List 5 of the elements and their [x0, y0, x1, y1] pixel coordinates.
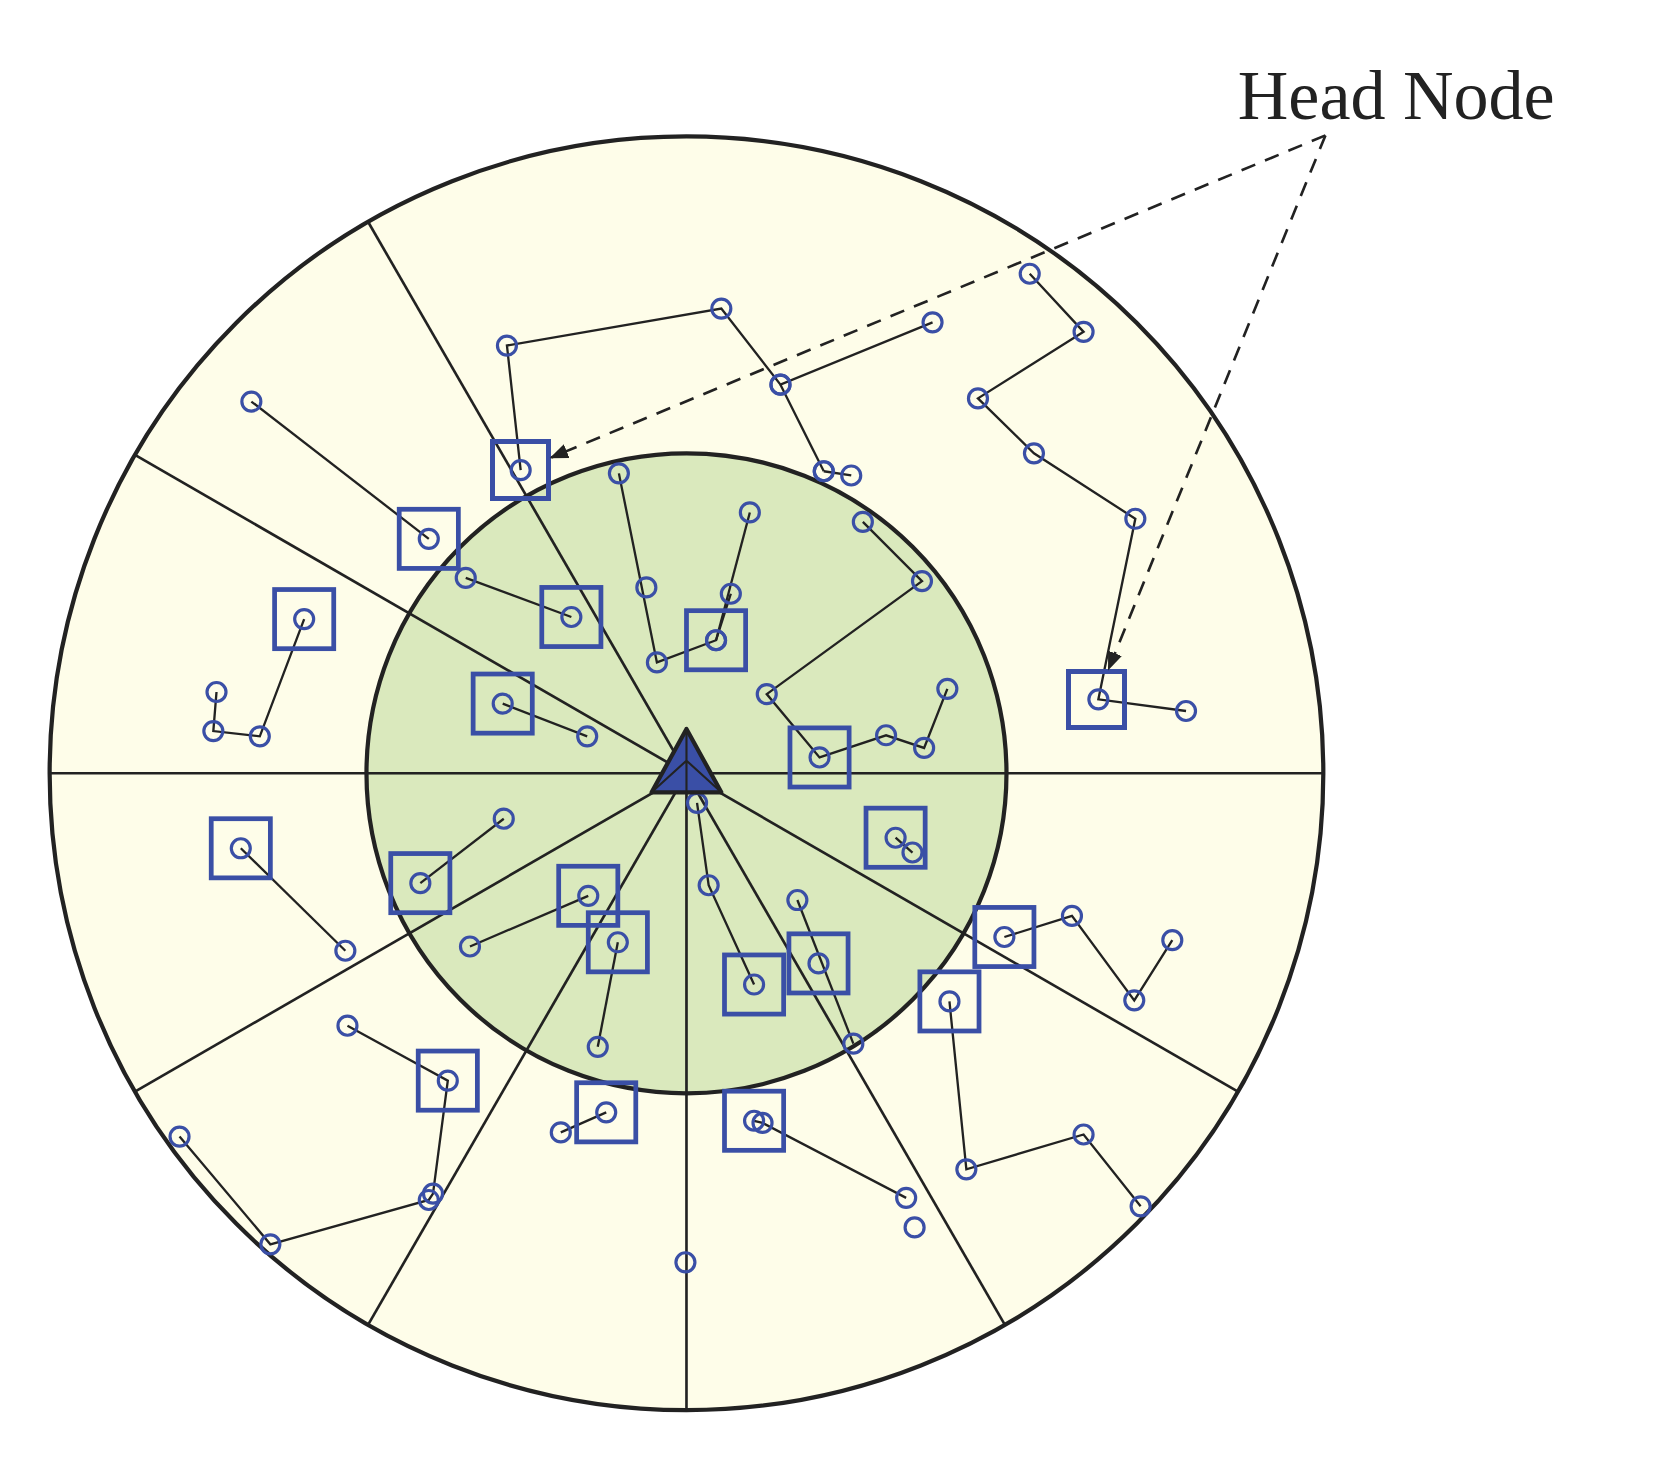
leader-arrow — [1107, 134, 1327, 671]
head-node-square — [1065, 668, 1127, 730]
leader-arrow — [549, 134, 1326, 459]
head-node-square — [490, 439, 552, 501]
head-node-label: Head Node — [1237, 61, 1555, 132]
